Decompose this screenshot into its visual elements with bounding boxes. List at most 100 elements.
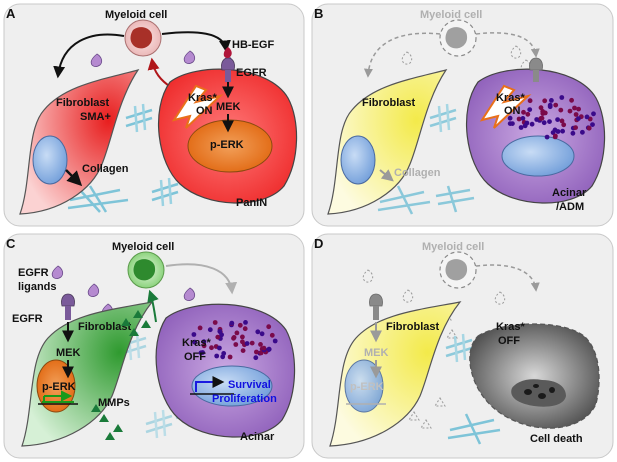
- arrow-myeloid-to-fibroblast-b: [363, 32, 441, 78]
- arrow-fibroblast-to-collagen-b: [379, 169, 394, 182]
- zymogen-granule: [580, 129, 585, 135]
- egfr-label-a: EGFR: [236, 67, 267, 79]
- perk-label-d: p-ERK: [350, 381, 384, 393]
- zymogen-granule: [552, 127, 558, 133]
- zymogen-granule: [240, 339, 245, 345]
- zymogen-granule: [258, 342, 263, 347]
- zymogen-granule: [547, 119, 552, 124]
- myeloid-cell-b: [439, 19, 477, 57]
- kras-state-d: OFF: [498, 335, 520, 347]
- egfr-receptor-c: [61, 293, 75, 320]
- zymogen-granule: [191, 332, 197, 337]
- zymogen-granule: [538, 105, 544, 111]
- collagen-fibers-d: [447, 413, 501, 445]
- arrow-myeloid-to-fibroblast-a: [53, 33, 125, 79]
- collagen-label-a: Collagen: [82, 163, 129, 175]
- fragmented-nucleus-d: [511, 379, 566, 407]
- zymogen-granule: [233, 342, 239, 347]
- zymogen-granule: [249, 340, 255, 346]
- zymogen-granule: [529, 121, 535, 127]
- zymogen-granule: [569, 97, 574, 103]
- zymogen-granule: [558, 107, 564, 113]
- myeloid-cell-a: [124, 19, 162, 57]
- acinar-label-b: Acinar: [552, 187, 587, 199]
- zymogen-granule: [522, 123, 528, 129]
- zymogen-granule: [525, 111, 531, 117]
- survival-label-c: Survival: [228, 379, 271, 391]
- proliferation-label-c: Proliferation: [212, 393, 277, 405]
- mmps-label-c: MMPs: [98, 397, 130, 409]
- zymogen-granule: [518, 125, 524, 130]
- zymogen-granule: [242, 326, 248, 332]
- zymogen-granule: [527, 98, 533, 104]
- mek-label-d: MEK: [364, 347, 389, 359]
- panin-nucleus-a: [187, 119, 273, 173]
- panel-a-letter: A: [6, 6, 16, 21]
- egfr-ligands-label-c-2: ligands: [18, 281, 57, 293]
- zymogen-granules-c: [191, 320, 278, 361]
- kras-lightning-a: [171, 84, 224, 129]
- kras-label-b: Kras*: [496, 92, 525, 104]
- arrow-myeloid-to-cell-d: [475, 264, 540, 292]
- zymogen-granule: [237, 322, 243, 328]
- perk-label-a: p-ERK: [210, 139, 244, 151]
- zymogen-granules-b: [507, 95, 596, 140]
- arrow-myeloid-to-acinar-b: [475, 32, 540, 58]
- zymogen-granule: [591, 111, 596, 117]
- collagen-fibers-b: [377, 185, 475, 215]
- arrow-fibroblast-to-myeloid-c: [147, 289, 159, 323]
- zymogen-granule: [507, 115, 513, 121]
- zymogen-granule: [229, 320, 235, 326]
- zymogen-granule: [584, 114, 590, 120]
- adm-label-b: /ADM: [556, 201, 584, 213]
- egfr-receptor-b: [529, 57, 543, 82]
- fibroblast-label-c: Fibroblast: [78, 321, 132, 333]
- zymogen-granule: [559, 95, 565, 100]
- collagen-label-b: Collagen: [394, 167, 441, 179]
- dying-cell-d: [469, 323, 600, 429]
- fibroblast-nucleus-a: [32, 135, 68, 185]
- zymogen-granule: [527, 107, 533, 112]
- zymogen-granule: [221, 351, 227, 356]
- panel-c: C Myeloid cell EGFR ligands EGFR Fibrobl…: [3, 233, 305, 459]
- myeloid-cell-d: [439, 251, 477, 289]
- mek-label-a: MEK: [216, 101, 241, 113]
- zymogen-granule: [547, 102, 553, 108]
- egfr-label-c: EGFR: [12, 313, 43, 325]
- zymogen-granule: [549, 98, 554, 103]
- zymogen-granule: [254, 349, 259, 355]
- mmps-triangles-c: [91, 310, 151, 440]
- myeloid-label-a: Myeloid cell: [105, 9, 167, 21]
- zymogen-granule: [516, 116, 522, 122]
- zymogen-granule: [573, 125, 578, 130]
- zymogen-granule: [586, 125, 592, 131]
- zymogen-granule: [192, 339, 198, 345]
- myeloid-label-b: Myeloid cell: [420, 9, 482, 21]
- zymogen-granule: [572, 105, 577, 111]
- zymogen-granule: [538, 116, 544, 121]
- acinar-label-c: Acinar: [240, 431, 275, 443]
- zymogen-granule: [521, 109, 526, 115]
- zymogen-granule: [552, 134, 558, 140]
- kras-lightning-b: [479, 84, 532, 129]
- zymogen-granule: [555, 117, 560, 122]
- zymogen-granule: [201, 339, 207, 345]
- zymogen-granule: [197, 325, 203, 331]
- panel-b: B Myeloid cell Fibroblast C: [311, 3, 614, 227]
- zymogen-granule: [573, 112, 579, 117]
- kras-label-a: Kras*: [188, 92, 217, 104]
- myeloid-label-c: Myeloid cell: [112, 241, 174, 253]
- panel-a: A Myeloid cell Fibroblast SMA+ Collagen: [3, 3, 305, 227]
- zymogen-granule: [253, 355, 259, 361]
- acinar-nucleus-b: [501, 135, 575, 177]
- zymogen-granule: [559, 118, 565, 124]
- zymogen-granule: [560, 128, 565, 134]
- myeloid-label-d: Myeloid cell: [422, 241, 484, 253]
- hb-egf-label-a: HB-EGF: [232, 39, 274, 51]
- zymogen-granule: [553, 102, 559, 108]
- arrow-myeloid-to-egfr-a: [161, 31, 231, 53]
- zymogen-granule: [544, 134, 550, 140]
- zymogen-granule: [507, 121, 513, 126]
- zymogen-granule: [520, 116, 526, 121]
